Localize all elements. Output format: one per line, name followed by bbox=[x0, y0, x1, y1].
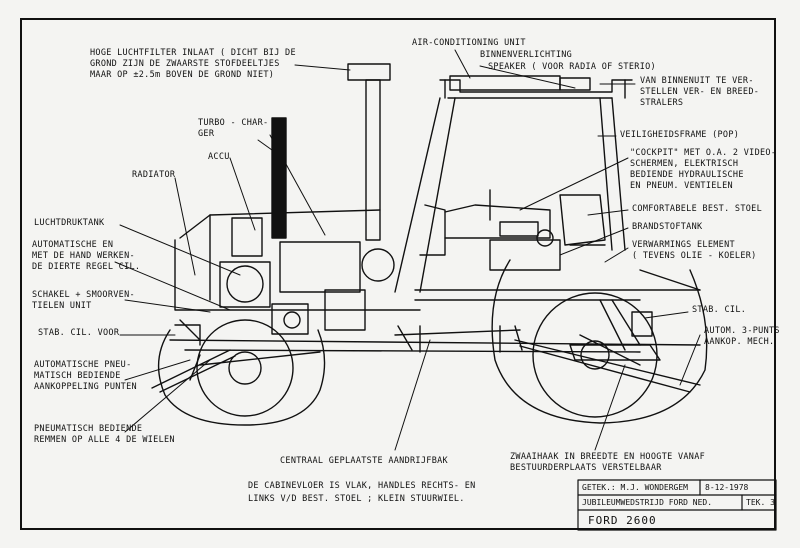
drive-shaft bbox=[394, 325, 523, 353]
label-heating-element: VERWARMINGS ELEMENT ( TEVENS OLIE - KOEL… bbox=[632, 240, 757, 261]
title-block-lines bbox=[577, 479, 777, 531]
air-intake-pipe bbox=[271, 63, 391, 241]
rear-hitch bbox=[514, 269, 701, 393]
title-date: 8-12-1978 bbox=[705, 483, 749, 492]
label-speaker: SPEAKER ( VOOR RADIA OF STERIO) bbox=[488, 62, 656, 72]
title-project: JUBILEUMWEDSTRIJD FORD NED. bbox=[582, 498, 713, 507]
label-hitch: AUTOM. 3-PUNTS AANKOP. MECH. bbox=[704, 326, 780, 347]
label-air-tank: LUCHTDRUKTANK bbox=[34, 218, 105, 228]
leader-lines bbox=[114, 49, 701, 451]
drawing-border bbox=[20, 18, 776, 530]
label-air-filter: HOGE LUCHTFILTER INLAAT ( DICHT BIJ DE G… bbox=[90, 48, 296, 80]
label-hand-valve: AUTOMATISCHE EN MET DE HAND WERKEN- DE D… bbox=[32, 240, 141, 272]
cockpit-seat bbox=[444, 189, 606, 271]
label-stab-front: STAB. CIL. VOOR bbox=[38, 328, 120, 338]
label-turbo-charger: TURBO - CHAR- GER bbox=[198, 118, 269, 139]
label-accu: ACCU bbox=[208, 152, 230, 162]
label-pneumatic-points: AUTOMATISCHE PNEU- MATISCH BEDIENDE AANK… bbox=[34, 360, 137, 392]
label-air-conditioning: AIR-CONDITIONING UNIT bbox=[412, 38, 526, 48]
front-linkage bbox=[151, 319, 321, 393]
label-stab-rear: STAB. CIL. bbox=[692, 305, 747, 315]
label-interior-light: BINNENVERLICHTING bbox=[480, 50, 573, 60]
label-brakes: PNEUMATISCH BEDIENDE REMMEN OP ALLE 4 DE… bbox=[34, 424, 175, 445]
label-spotlights: VAN BINNENUIT TE VER- STELLEN VER- EN BR… bbox=[640, 76, 760, 108]
label-safety-frame: VEILIGHEIDSFRAME (POP) bbox=[620, 130, 740, 140]
label-valve-unit: SCHAKEL + SMOORVEN- TIELEN UNIT bbox=[32, 290, 135, 311]
label-swing-hook: ZWAAIHAAK IN BREEDTE EN HOOGTE VANAF BES… bbox=[510, 452, 706, 473]
title-drawn-by: GETEK.: M.J. WONDERGEM bbox=[582, 483, 688, 492]
label-radiator: RADIATOR bbox=[132, 170, 176, 180]
safety-frame bbox=[394, 75, 633, 293]
label-comfort-seat: COMFORTABELE BEST. STOEL bbox=[632, 204, 763, 214]
front-wheel bbox=[157, 319, 326, 426]
title-sheet-number: TEK. 3 bbox=[746, 498, 775, 507]
title-model-name: FORD 2600 bbox=[588, 514, 657, 527]
label-drive-shaft: CENTRAAL GEPLAATSTE AANDRIJFBAK bbox=[280, 456, 448, 466]
label-cab-note: DE CABINEVLOER IS VLAK, HANDLES RECHTS- … bbox=[248, 481, 476, 504]
label-fuel-tank: BRANDSTOFTANK bbox=[632, 222, 703, 232]
rear-wheel bbox=[491, 259, 708, 424]
label-cockpit: "COCKPIT" MET O.A. 2 VIDEO- SCHERMEN, EL… bbox=[630, 148, 777, 191]
